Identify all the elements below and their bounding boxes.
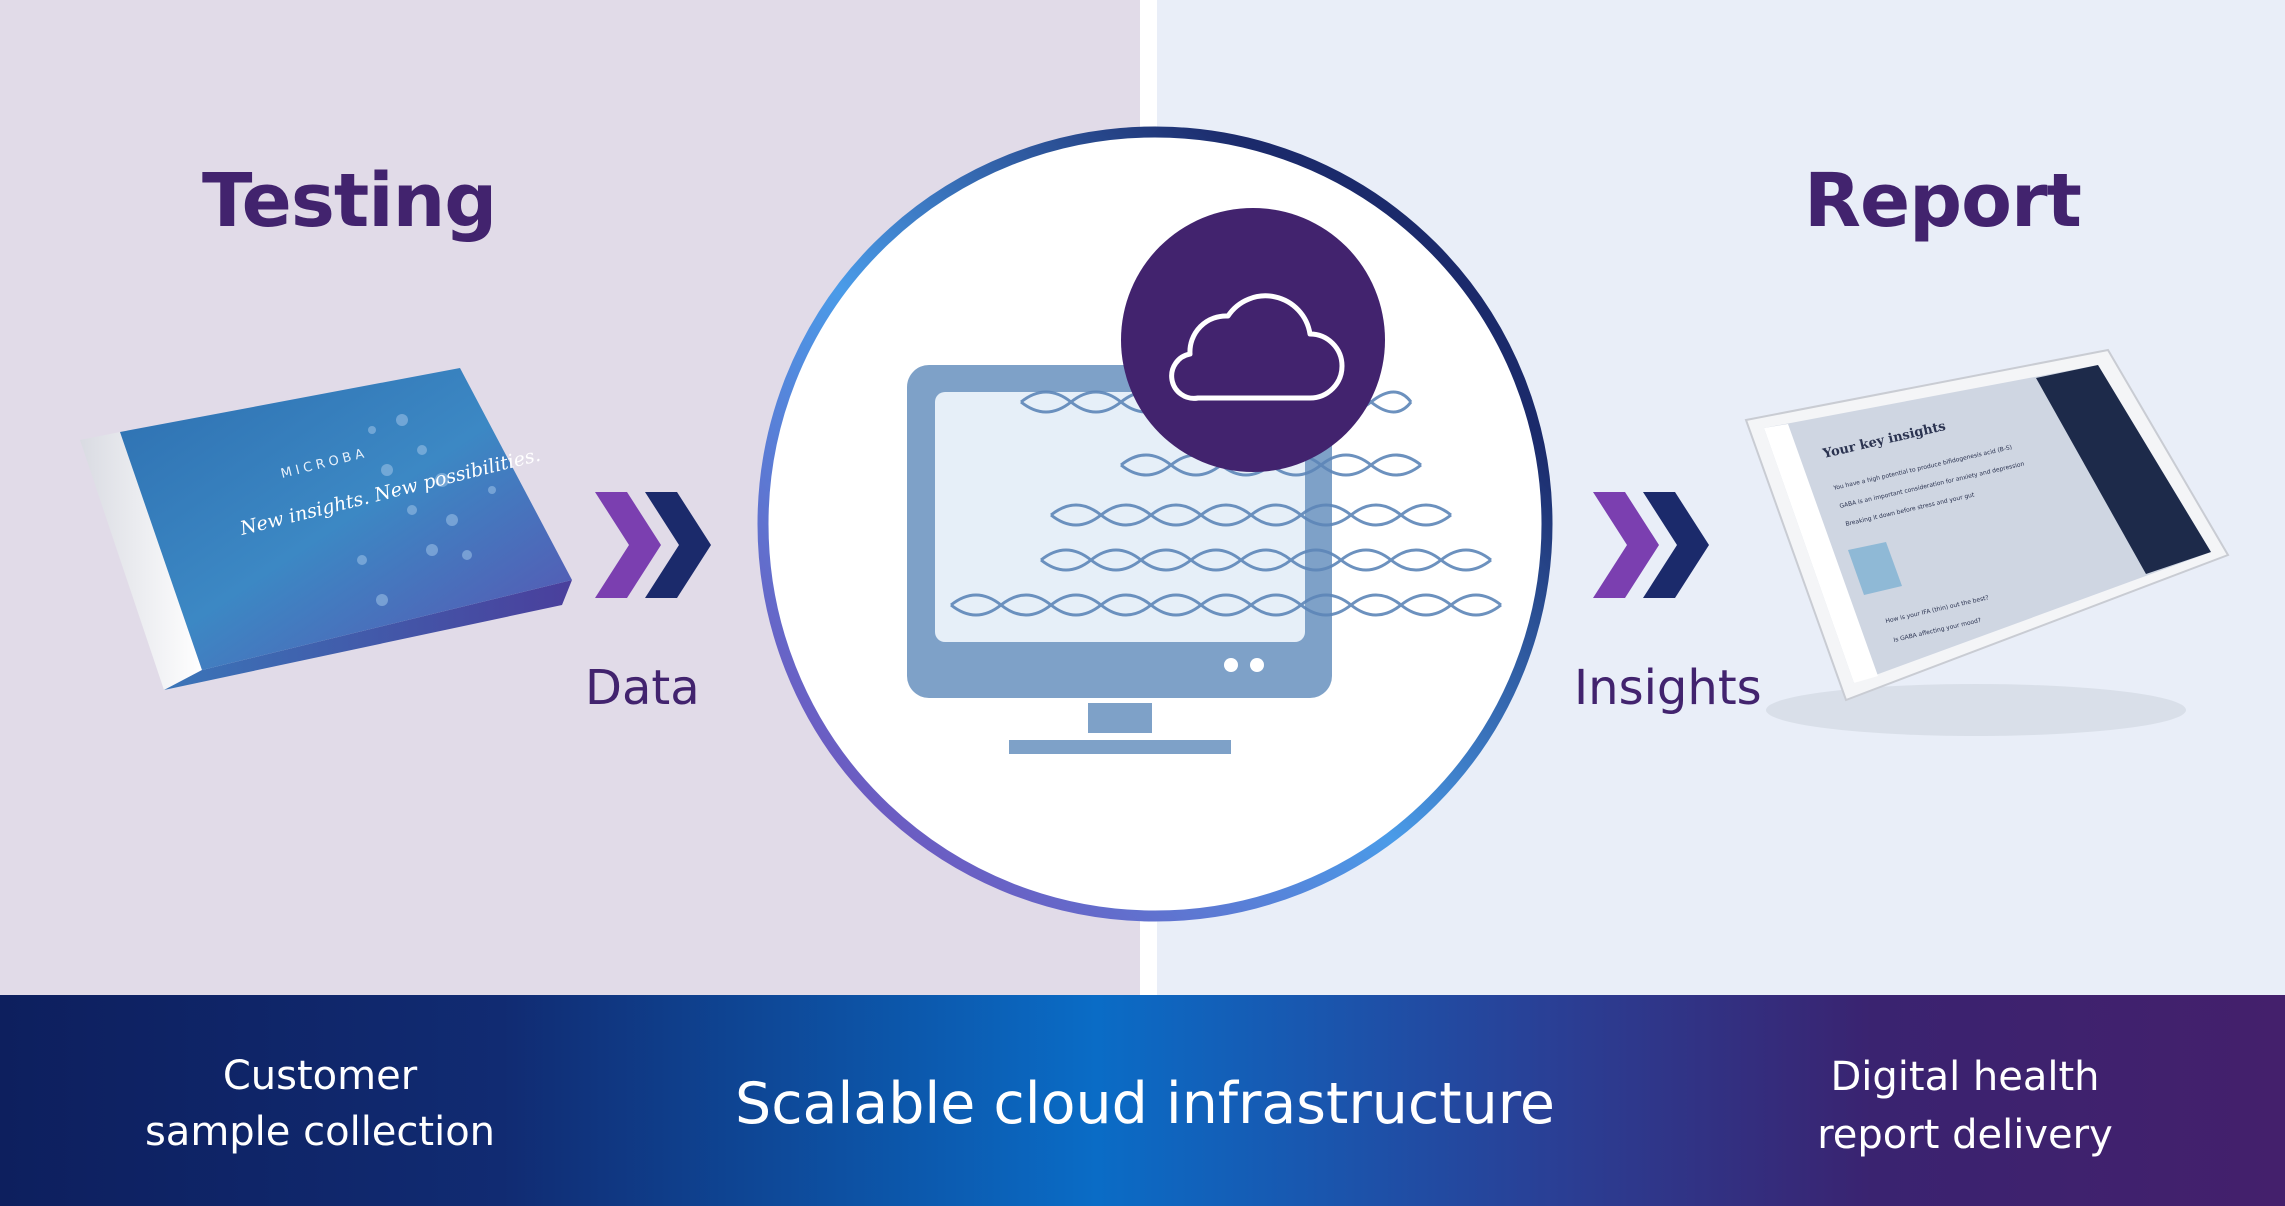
scalable-cloud-text: Scalable cloud infrastructure (735, 1071, 1555, 1137)
cloud-infrastructure-circle (757, 126, 1553, 922)
digital-health-report-text: Digital health report delivery (1755, 1048, 2175, 1164)
report-tablet: Your key insights You have a high potent… (1744, 348, 2230, 736)
band-right-line-2: report delivery (1817, 1112, 2113, 1158)
band-left-line-2: sample collection (144, 1109, 496, 1155)
bottom-band (0, 995, 2285, 1206)
cloud-icon (1169, 293, 1345, 401)
chevron-double-right-icon (595, 492, 711, 598)
band-left-line-1: Customer (222, 1053, 418, 1099)
chevron-double-right-icon (1593, 492, 1709, 598)
test-kit-box: MICROBA New insights. New possibilities. (80, 368, 572, 690)
data-label: Data (585, 660, 700, 716)
customer-sample-collection-text: Customer sample collection (110, 1048, 530, 1160)
band-right-line-1: Digital health (1830, 1054, 2100, 1100)
insights-label: Insights (1574, 660, 1762, 716)
testing-title: Testing (202, 158, 497, 244)
report-title: Report (1804, 158, 2082, 244)
